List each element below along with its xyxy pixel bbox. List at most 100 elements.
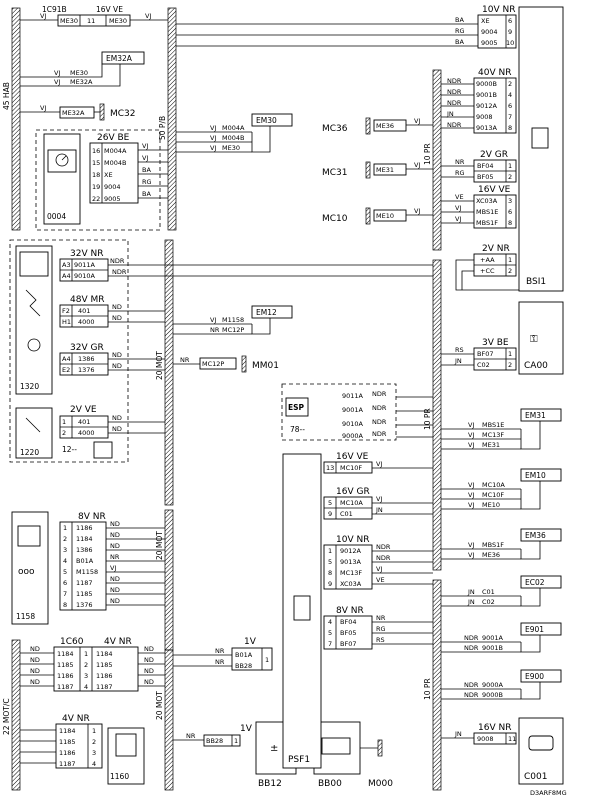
bus-label: 45 HAB (2, 82, 11, 110)
svg-text:1187: 1187 (57, 683, 74, 691)
svg-text:MC10F: MC10F (340, 464, 362, 472)
svg-text:10V NR: 10V NR (482, 5, 515, 15)
svg-text:ND: ND (144, 645, 154, 653)
svg-text:4: 4 (92, 760, 96, 768)
svg-text:1184: 1184 (57, 650, 74, 658)
svg-text:9011A: 9011A (342, 392, 364, 400)
svg-text:1220: 1220 (20, 448, 39, 457)
svg-text:3: 3 (63, 546, 67, 554)
svg-text:9004: 9004 (104, 183, 121, 191)
svg-text:MC10F: MC10F (482, 491, 504, 499)
svg-text:2: 2 (508, 361, 512, 369)
svg-text:9004: 9004 (481, 28, 498, 36)
svg-text:RG: RG (455, 27, 465, 35)
svg-text:NDR: NDR (464, 634, 479, 642)
svg-text:VJ: VJ (455, 215, 461, 223)
component-psf1: PSF1 (282, 453, 322, 769)
svg-text:4: 4 (84, 683, 88, 691)
svg-text:NDR: NDR (447, 88, 462, 96)
svg-text:NR: NR (186, 732, 196, 740)
svg-text:BB28: BB28 (235, 662, 252, 670)
svg-text:10V NR: 10V NR (336, 535, 369, 545)
svg-text:NDR: NDR (447, 121, 462, 129)
svg-text:9005: 9005 (481, 39, 498, 47)
svg-text:40V NR: 40V NR (478, 68, 511, 78)
svg-text:MC10A: MC10A (482, 481, 505, 489)
svg-text:H1: H1 (62, 318, 71, 326)
svg-text:A4: A4 (62, 355, 71, 363)
svg-text:9000A: 9000A (482, 681, 504, 689)
svg-text:ME30: ME30 (109, 17, 127, 25)
svg-text:1V: 1V (244, 637, 257, 647)
svg-text:NDR: NDR (464, 691, 479, 699)
svg-text:EM12: EM12 (256, 308, 277, 317)
svg-text:1187: 1187 (96, 683, 113, 691)
svg-text:B01A: B01A (76, 557, 94, 565)
svg-text:+AA: +AA (480, 256, 495, 264)
svg-text:NDR: NDR (372, 404, 387, 412)
svg-text:16V VE: 16V VE (336, 452, 369, 462)
svg-text:RS: RS (455, 346, 464, 354)
bus-label: 20 MOT (155, 691, 164, 720)
svg-text:9001B: 9001B (482, 644, 503, 652)
svg-text:VJ: VJ (468, 421, 474, 429)
svg-text:26V BE: 26V BE (97, 133, 130, 143)
svg-text:VJ: VJ (54, 78, 60, 86)
svg-text:8V NR: 8V NR (78, 512, 106, 522)
svg-text:11: 11 (508, 735, 516, 743)
svg-text:6: 6 (508, 102, 512, 110)
svg-text:VJ: VJ (468, 431, 474, 439)
svg-text:ME31: ME31 (376, 166, 394, 174)
svg-text:VJ: VJ (468, 481, 474, 489)
svg-text:ND: ND (112, 362, 122, 370)
svg-text:4: 4 (63, 557, 67, 565)
svg-text:XE: XE (104, 171, 113, 179)
svg-text:1187: 1187 (59, 760, 76, 768)
svg-text:8V NR: 8V NR (336, 606, 364, 616)
svg-text:BF05: BF05 (477, 173, 493, 181)
component-bsi1: BSI1 (518, 6, 564, 292)
svg-text:1376: 1376 (76, 601, 93, 609)
svg-text:NR: NR (210, 326, 220, 334)
svg-text:VJ: VJ (376, 495, 382, 503)
svg-text:15: 15 (92, 159, 100, 167)
svg-text:1185: 1185 (76, 590, 93, 598)
svg-text:BB12: BB12 (258, 779, 282, 789)
svg-text:4000: 4000 (78, 318, 95, 326)
svg-text:ND: ND (112, 314, 122, 322)
svg-text:VJ: VJ (468, 491, 474, 499)
svg-text:C02: C02 (477, 361, 490, 369)
temp-sensor-icon (25, 417, 41, 433)
svg-text:ME10: ME10 (376, 212, 394, 220)
svg-text:1185: 1185 (96, 661, 113, 669)
svg-text:5: 5 (328, 499, 332, 507)
connector-1c91b: 1C91B 16V VE ME30 11 ME30 VJ VJ (20, 5, 168, 27)
svg-text:C01: C01 (340, 510, 353, 518)
module-icon (115, 733, 137, 757)
svg-text:MC12P: MC12P (222, 326, 244, 334)
svg-text:NDR: NDR (372, 390, 387, 398)
svg-text:2: 2 (84, 661, 88, 669)
svg-text:2V VE: 2V VE (70, 405, 97, 415)
svg-text:VJ: VJ (468, 541, 474, 549)
splice-1v: 1V B01A BB28 1 NR NR (173, 637, 273, 671)
svg-text:9013A: 9013A (476, 124, 498, 132)
svg-text:4: 4 (328, 618, 332, 626)
svg-text:1184: 1184 (59, 727, 76, 735)
svg-text:9008: 9008 (477, 735, 494, 743)
svg-text:1320: 1320 (20, 382, 39, 391)
svg-text:RG: RG (376, 625, 386, 633)
bus-labels: 45 HAB 50 P/B 20 MOT 20 MOT 22 MOT/C 20 … (2, 82, 432, 735)
svg-text:8: 8 (63, 601, 67, 609)
svg-text:3V BE: 3V BE (482, 338, 509, 348)
svg-text:VJ: VJ (414, 161, 420, 169)
svg-text:1: 1 (62, 418, 66, 426)
svg-text:+CC: +CC (480, 267, 495, 275)
svg-text:A4: A4 (62, 272, 71, 280)
svg-text:1V: 1V (240, 724, 253, 734)
